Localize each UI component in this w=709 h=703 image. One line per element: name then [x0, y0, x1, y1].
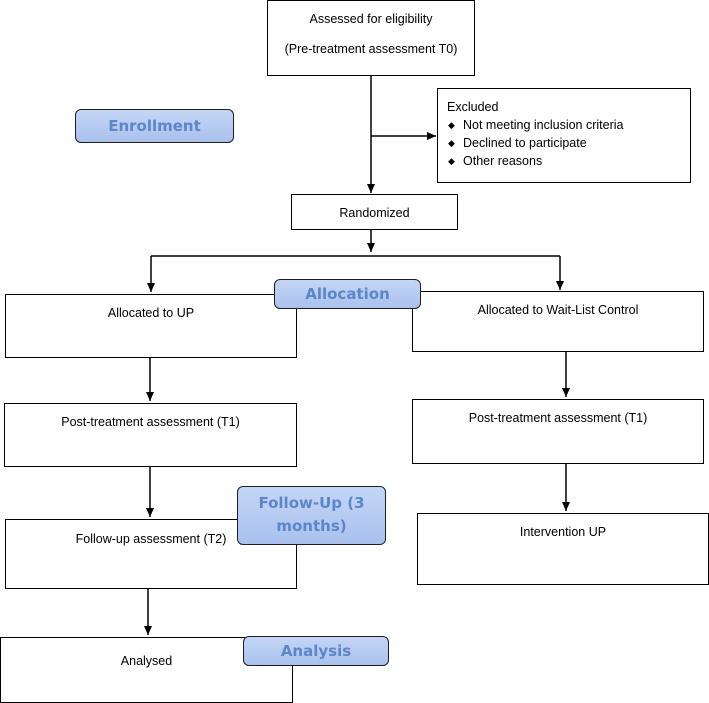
post-treatment-right-label: Post-treatment assessment (T1): [468, 411, 648, 425]
diamond-bullet-icon: ◆: [448, 120, 455, 130]
intervention-label: Intervention UP: [519, 525, 607, 539]
eligibility-box: Assessed for eligibility (Pre-treatment …: [267, 0, 475, 76]
excluded-title: Excluded: [447, 100, 499, 114]
randomized-box: Randomized: [291, 194, 458, 230]
eligibility-subtitle: (Pre-treatment assessment T0): [284, 42, 458, 56]
followup-label: Follow-up assessment (T2): [75, 532, 227, 546]
allocated-up-label: Allocated to UP: [107, 306, 195, 320]
post-treatment-left-label: Post-treatment assessment (T1): [61, 415, 240, 429]
post-treatment-left-box: Post-treatment assessment (T1): [4, 403, 297, 467]
stage-enrollment-label: Enrollment: [75, 109, 234, 143]
excluded-reasons-list: ◆Not meeting inclusion criteria ◆Decline…: [438, 116, 690, 170]
stage-followup-label: Follow-Up (3 months): [237, 486, 386, 545]
list-item: ◆Other reasons: [448, 154, 543, 168]
allocated-up-box: Allocated to UP: [5, 294, 297, 358]
excluded-box: Excluded ◆Not meeting inclusion criteria…: [437, 88, 691, 183]
list-item: ◆Not meeting inclusion criteria: [448, 118, 624, 132]
allocated-wait-box: Allocated to Wait-List Control: [412, 291, 704, 352]
randomized-label: Randomized: [339, 206, 410, 220]
analysed-box: Analysed: [0, 637, 293, 703]
stage-allocation-label: Allocation: [274, 279, 421, 309]
intervention-box: Intervention UP: [417, 513, 709, 585]
diamond-bullet-icon: ◆: [448, 156, 455, 166]
list-item: ◆Declined to participate: [448, 136, 587, 150]
analysed-label: Analysed: [120, 654, 173, 668]
diamond-bullet-icon: ◆: [448, 138, 455, 148]
eligibility-title: Assessed for eligibility: [309, 12, 433, 26]
stage-analysis-label: Analysis: [243, 636, 389, 666]
post-treatment-right-box: Post-treatment assessment (T1): [412, 399, 704, 464]
allocated-wait-label: Allocated to Wait-List Control: [477, 303, 639, 317]
